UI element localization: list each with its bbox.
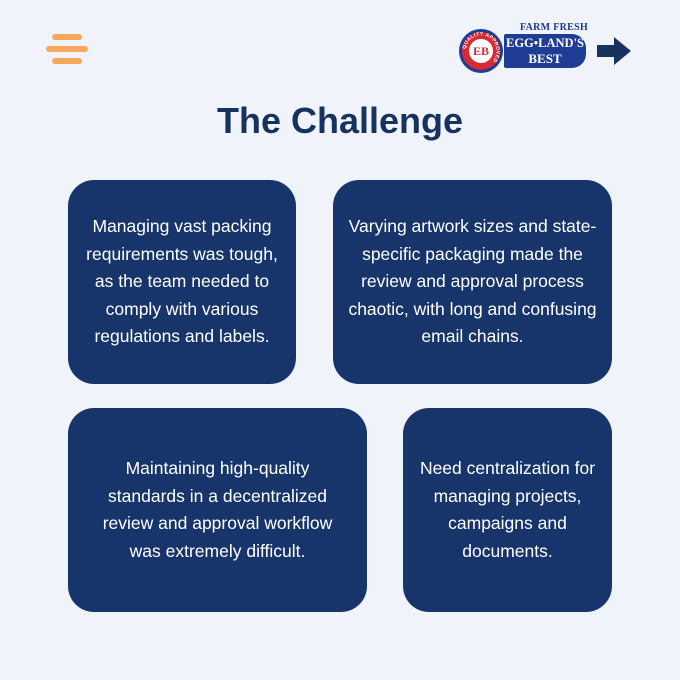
logo-brand-line1: EGG•LAND'S	[505, 36, 584, 50]
challenge-card-quality: Maintaining high-quality standards in a …	[68, 408, 367, 612]
egglands-best-logo: QUALITY APPROVED EB FARM FRESH EGG•LAND'…	[458, 22, 634, 78]
challenge-card-centralization: Need centralization for managing project…	[403, 408, 612, 612]
logo-brand-line2: BEST	[528, 51, 562, 66]
quality-seal-icon: QUALITY APPROVED EB	[459, 29, 503, 73]
card-text: Varying artwork sizes and state-specific…	[348, 216, 597, 347]
seal-text: EB	[473, 44, 489, 58]
page-title: The Challenge	[216, 100, 464, 141]
challenge-card-artwork: Varying artwork sizes and state-specific…	[333, 180, 612, 384]
logo-wordmark: EGG•LAND'S BEST	[504, 34, 586, 68]
logo-tagline: FARM FRESH	[519, 22, 589, 33]
card-text: Managing vast packing requirements was t…	[86, 216, 278, 347]
brand-mark-icon	[46, 34, 90, 66]
card-text: Need centralization for managing project…	[419, 458, 596, 561]
challenge-card-packing: Managing vast packing requirements was t…	[68, 180, 296, 384]
arrow-right-icon	[597, 37, 631, 65]
card-text: Maintaining high-quality standards in a …	[102, 458, 333, 561]
